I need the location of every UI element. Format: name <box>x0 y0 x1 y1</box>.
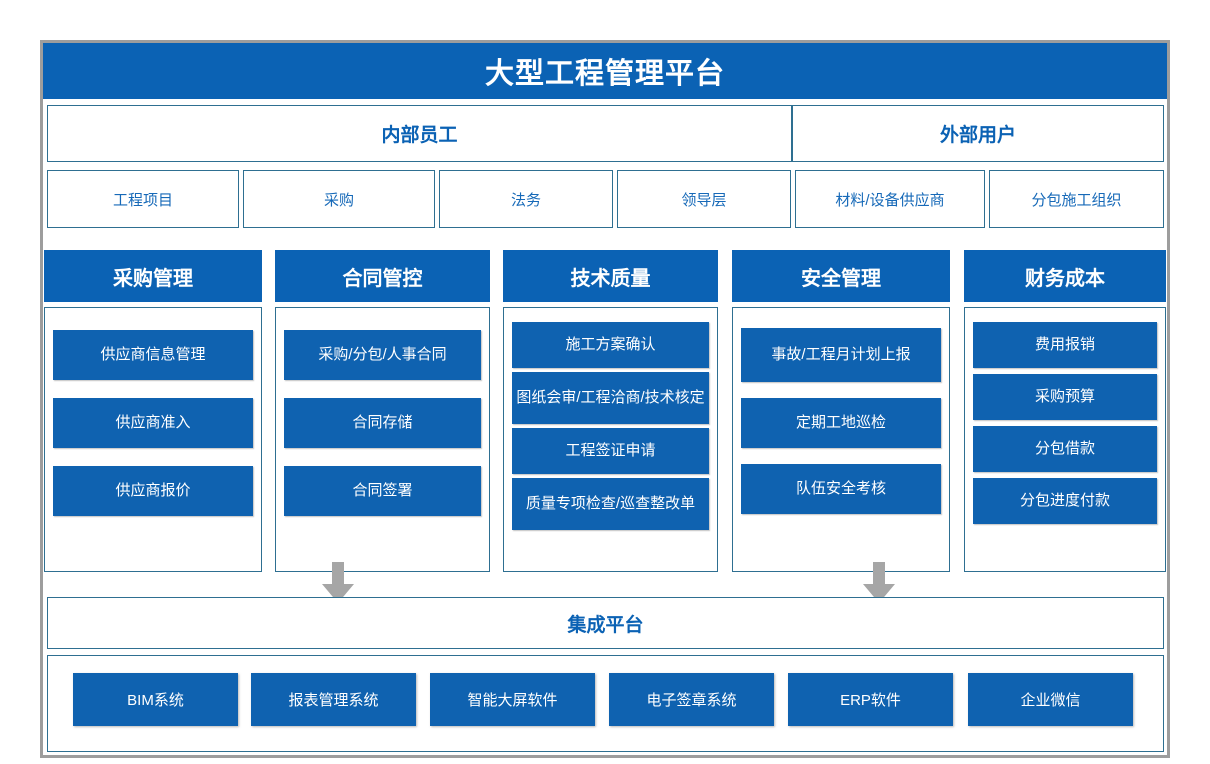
column-finance-cost: 财务成本 费用报销 采购预算 分包借款 分包进度付款 <box>964 250 1166 572</box>
role-label: 采购 <box>323 191 354 209</box>
system-label: 智能大屏软件 <box>467 692 558 709</box>
role-label: 领导层 <box>681 191 727 209</box>
domain-columns: 采购管理 供应商信息管理 供应商准入 供应商报价 合同管控 采购/分包/人事合同… <box>44 250 1166 572</box>
role-engineering-project[interactable]: 工程项目 <box>47 170 239 228</box>
integration-platform-label: 集成平台 <box>567 614 644 636</box>
system-label: ERP软件 <box>840 692 901 709</box>
column-finance-cost-body: 费用报销 采购预算 分包借款 分包进度付款 <box>964 307 1166 572</box>
system-wecom[interactable]: 企业微信 <box>968 673 1133 726</box>
role-procurement[interactable]: 采购 <box>243 170 435 228</box>
role-label: 分包施工组织 <box>1031 191 1122 209</box>
column-safety-title: 安全管理 <box>732 250 950 302</box>
column-technical-quality-title: 技术质量 <box>503 250 718 302</box>
system-label: 企业微信 <box>1020 692 1081 709</box>
item-supplier-admission[interactable]: 供应商准入 <box>53 398 253 448</box>
item-periodic-site-inspection[interactable]: 定期工地巡检 <box>741 398 941 448</box>
system-bim[interactable]: BIM系统 <box>73 673 238 726</box>
role-label: 工程项目 <box>112 191 173 209</box>
audience-external[interactable]: 外部用户 <box>792 105 1164 162</box>
column-safety: 安全管理 事故/工程月计划上报 定期工地巡检 队伍安全考核 <box>732 250 950 572</box>
item-construction-plan-confirmation[interactable]: 施工方案确认 <box>512 322 709 368</box>
item-team-safety-assessment[interactable]: 队伍安全考核 <box>741 464 941 514</box>
column-technical-quality: 技术质量 施工方案确认 图纸会审/工程洽商/技术核定 工程签证申请 质量专项检查… <box>503 250 718 572</box>
column-contract-title: 合同管控 <box>275 250 490 302</box>
column-procurement-title: 采购管理 <box>44 250 262 302</box>
audience-external-label: 外部用户 <box>939 125 1016 146</box>
system-label: 报表管理系统 <box>288 692 379 709</box>
audience-internal[interactable]: 内部员工 <box>47 105 792 162</box>
item-subcontract-loan[interactable]: 分包借款 <box>973 426 1157 472</box>
system-e-signature[interactable]: 电子签章系统 <box>609 673 774 726</box>
down-arrow-left-icon <box>321 562 355 604</box>
role-label: 材料/设备供应商 <box>835 191 945 209</box>
column-safety-body: 事故/工程月计划上报 定期工地巡检 队伍安全考核 <box>732 307 950 572</box>
system-report-mgmt[interactable]: 报表管理系统 <box>251 673 416 726</box>
item-accident-monthly-plan-report[interactable]: 事故/工程月计划上报 <box>741 328 941 382</box>
item-supplier-info-management[interactable]: 供应商信息管理 <box>53 330 253 380</box>
systems-strip: BIM系统 报表管理系统 智能大屏软件 电子签章系统 ERP软件 企业微信 <box>47 655 1164 752</box>
item-engineering-visa-application[interactable]: 工程签证申请 <box>512 428 709 474</box>
item-procurement-budget[interactable]: 采购预算 <box>973 374 1157 420</box>
item-procurement-subcontract-hr-contract[interactable]: 采购/分包/人事合同 <box>284 330 481 380</box>
column-contract: 合同管控 采购/分包/人事合同 合同存储 合同签署 <box>275 250 490 572</box>
system-label: 电子签章系统 <box>646 692 737 709</box>
audience-row: 内部员工 外部用户 <box>47 105 1164 162</box>
down-arrow-right-icon <box>862 562 896 604</box>
item-contract-signing[interactable]: 合同签署 <box>284 466 481 516</box>
item-drawing-review-negotiation[interactable]: 图纸会审/工程洽商/技术核定 <box>512 372 709 424</box>
column-procurement-body: 供应商信息管理 供应商准入 供应商报价 <box>44 307 262 572</box>
item-quality-inspection-rectification[interactable]: 质量专项检查/巡查整改单 <box>512 478 709 530</box>
role-subcontractor[interactable]: 分包施工组织 <box>989 170 1164 228</box>
item-supplier-quotation[interactable]: 供应商报价 <box>53 466 253 516</box>
column-contract-body: 采购/分包/人事合同 合同存储 合同签署 <box>275 307 490 572</box>
role-legal[interactable]: 法务 <box>439 170 613 228</box>
item-expense-reimbursement[interactable]: 费用报销 <box>973 322 1157 368</box>
column-procurement: 采购管理 供应商信息管理 供应商准入 供应商报价 <box>44 250 262 572</box>
system-erp[interactable]: ERP软件 <box>788 673 953 726</box>
item-subcontract-progress-payment[interactable]: 分包进度付款 <box>973 478 1157 524</box>
role-leadership[interactable]: 领导层 <box>617 170 791 228</box>
column-finance-cost-title: 财务成本 <box>964 250 1166 302</box>
roles-row: 工程项目 采购 法务 领导层 材料/设备供应商 分包施工组织 <box>47 170 1164 228</box>
role-label: 法务 <box>510 191 541 209</box>
item-contract-storage[interactable]: 合同存储 <box>284 398 481 448</box>
system-label: BIM系统 <box>127 692 184 709</box>
page-title: 大型工程管理平台 <box>43 43 1167 99</box>
audience-internal-label: 内部员工 <box>381 125 458 146</box>
column-technical-quality-body: 施工方案确认 图纸会审/工程洽商/技术核定 工程签证申请 质量专项检查/巡查整改… <box>503 307 718 572</box>
role-material-supplier[interactable]: 材料/设备供应商 <box>795 170 985 228</box>
integration-platform-bar: 集成平台 <box>47 597 1164 649</box>
system-smart-display[interactable]: 智能大屏软件 <box>430 673 595 726</box>
